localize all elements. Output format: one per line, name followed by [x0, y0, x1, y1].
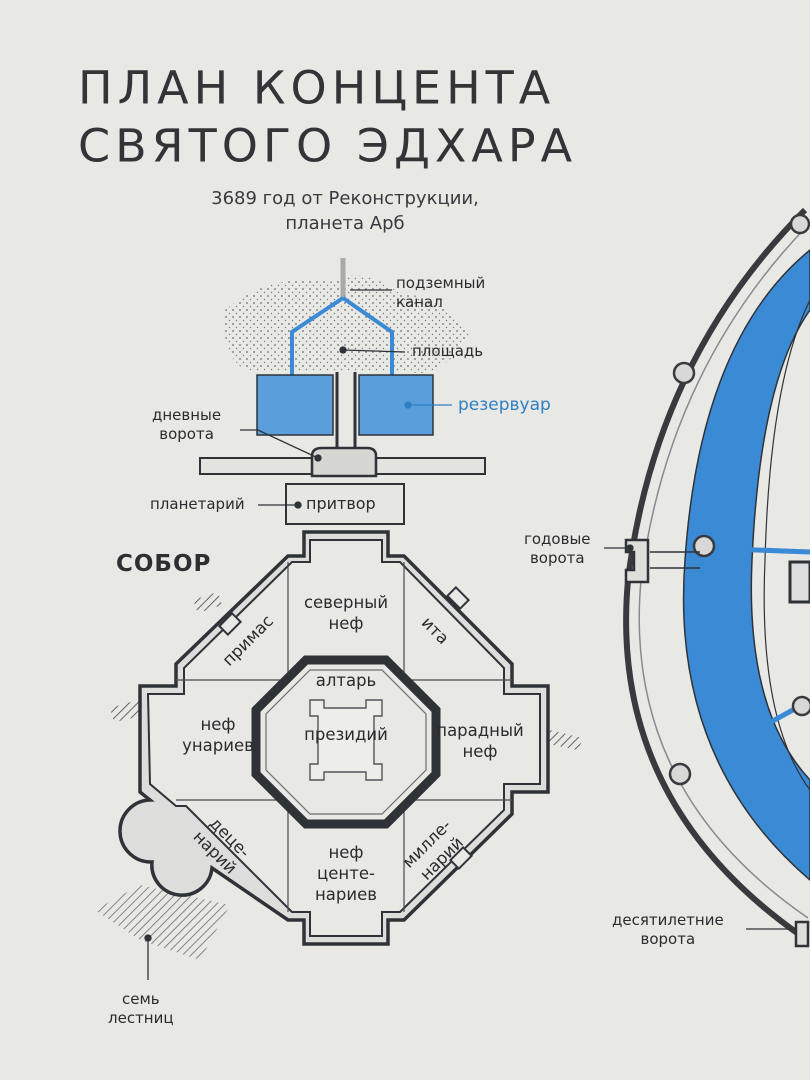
narthex-box [285, 483, 405, 525]
building-right [788, 560, 810, 604]
reservoir-label: резервуар [458, 395, 551, 415]
tower [789, 213, 810, 235]
canal-left [290, 296, 345, 378]
presidium-shape [309, 699, 383, 781]
subtitle-line2: планета Арб [285, 213, 405, 234]
plan-title-line1: ПЛАН КОНЦЕНТА [78, 61, 556, 115]
hatch-w [110, 700, 142, 722]
hatch-e [548, 730, 583, 750]
subtitle-line1: 3689 год от Реконструкции, [211, 188, 479, 209]
decade-gate [794, 920, 810, 948]
square-label: площадь [412, 342, 484, 360]
leader-lines [144, 289, 796, 980]
plan-title-line2: СВЯТОГО ЭДХАРА [78, 119, 578, 173]
inner-bank [763, 299, 810, 791]
canal-right [341, 296, 394, 378]
presidium-label: президий [304, 725, 388, 744]
planetarium-label: планетарий [150, 495, 245, 513]
tower [672, 361, 696, 385]
hatch-nw [193, 592, 222, 613]
wall-towers [668, 213, 810, 786]
reservoir-left [256, 374, 334, 436]
tower [668, 762, 692, 786]
altar-octagon-inner [265, 669, 427, 815]
subtitle: 3689 год от Реконструкции, планета Арб [180, 186, 510, 236]
square-area [224, 275, 470, 374]
narthex-label: притвор [306, 494, 376, 513]
ita-gate [445, 585, 471, 611]
year-gate-bridge [650, 551, 700, 569]
central-channel [335, 372, 357, 448]
millenarii-gate [448, 845, 474, 871]
stairs-hatch [95, 885, 230, 960]
altar-label: алтарь [315, 671, 377, 690]
tower [791, 695, 810, 717]
day-gate [310, 446, 378, 478]
river [682, 249, 810, 881]
primas-gate [217, 611, 243, 637]
cathedral-heading: СОБОР [116, 551, 212, 577]
year-gate-channel [703, 545, 810, 555]
tower [692, 534, 716, 558]
